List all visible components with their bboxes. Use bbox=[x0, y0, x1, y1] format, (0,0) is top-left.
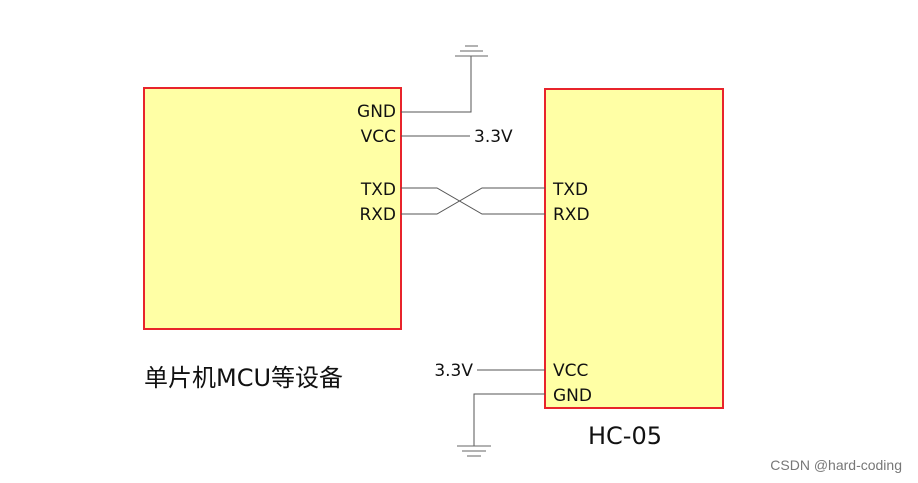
mcu-box bbox=[143, 87, 402, 330]
mcu-rxd-to-hc05-txd-wire bbox=[401, 187, 545, 215]
hc05-pin-txd: TXD bbox=[552, 180, 588, 200]
mcu-gnd-wire bbox=[401, 56, 472, 113]
hc05-vcc-net-label: 3.3V bbox=[434, 361, 473, 381]
mcu-pin-vcc: VCC bbox=[361, 127, 396, 147]
mcu-label: 单片机MCU等设备 bbox=[144, 364, 343, 392]
hc05-label: HC-05 bbox=[588, 422, 662, 450]
ground-icon bbox=[455, 45, 488, 57]
hc05-pin-vcc: VCC bbox=[553, 361, 588, 381]
mcu-pin-rxd: RXD bbox=[359, 205, 396, 225]
watermark: CSDN @hard-coding bbox=[770, 457, 902, 473]
hc05-pin-rxd: RXD bbox=[553, 205, 590, 225]
mcu-pin-gnd: GND bbox=[357, 102, 396, 122]
hc05-pin-gnd: GND bbox=[553, 386, 592, 406]
mcu-vcc-net-label: 3.3V bbox=[474, 127, 513, 147]
mcu-pin-txd: TXD bbox=[360, 180, 396, 200]
hc05-gnd-wire bbox=[473, 393, 545, 446]
ground-icon bbox=[457, 445, 491, 457]
hc05-box bbox=[544, 88, 724, 409]
mcu-txd-to-hc05-rxd-wire bbox=[401, 187, 545, 215]
